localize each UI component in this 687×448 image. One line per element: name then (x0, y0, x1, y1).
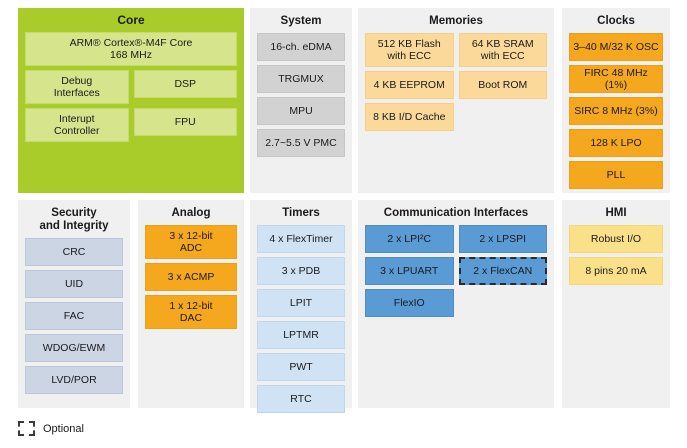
block-core-2[interactable]: Debug Interfaces (25, 70, 129, 104)
panel-analog: Analog 3 x 12-bit ADC 3 x ACMP 1 x 12-bit … (138, 200, 244, 408)
block-communication-2[interactable]: 2 x LPSPI (458, 225, 547, 253)
panel-title-security: Security and Integrity (39, 207, 109, 232)
panel-system: System 16-ch. eDMA TRGMUX MPU 2.7~5.5 V PMC (250, 8, 352, 193)
block-security-1[interactable]: CRC (25, 238, 123, 266)
block-clocks-3[interactable]: SIRC 8 MHz (3%) (569, 97, 663, 125)
block-analog-2[interactable]: 3 x ACMP (145, 263, 237, 291)
block-memories-3[interactable]: 4 KB EEPROM (365, 71, 454, 99)
block-analog-1[interactable]: 3 x 12-bit ADC (145, 225, 237, 259)
block-communication-3[interactable]: 3 x LPUART (365, 257, 454, 285)
panel-items-hmi: Robust I/O 8 pins 20 mA (562, 225, 670, 285)
block-clocks-5[interactable]: PLL (569, 161, 663, 189)
block-security-5[interactable]: LVD/POR (25, 366, 123, 394)
panel-title-communication: Communication Interfaces (383, 207, 529, 219)
block-security-3[interactable]: FAC (25, 302, 123, 330)
legend-label: Optional (43, 422, 84, 435)
block-system-1[interactable]: 16-ch. eDMA (257, 33, 345, 61)
legend: Optional (18, 421, 84, 436)
block-clocks-1[interactable]: 3–40 M/32 K OSC (569, 33, 663, 61)
block-timers-5[interactable]: PWT (257, 353, 345, 381)
panel-items-system: 16-ch. eDMA TRGMUX MPU 2.7~5.5 V PMC (250, 33, 352, 157)
block-core-3[interactable]: DSP (133, 70, 237, 98)
panel-items-clocks: 3–40 M/32 K OSC FIRC 48 MHz (1%) SIRC 8 MH… (562, 33, 670, 189)
panel-title-analog: Analog (171, 207, 211, 219)
block-system-2[interactable]: TRGMUX (257, 65, 345, 93)
panel-items-timers: 4 x FlexTimer 3 x PDB LPIT LPTMR PWT RTC (250, 225, 352, 413)
dashed-square-icon (18, 421, 35, 436)
panel-security: Security and Integrity CRC UID FAC WDOG/EWM… (18, 200, 130, 408)
block-clocks-2[interactable]: FIRC 48 MHz (1%) (569, 65, 663, 93)
block-core-4[interactable]: Interupt Controller (25, 108, 129, 142)
panel-items-analog: 3 x 12-bit ADC 3 x ACMP 1 x 12-bit DAC (138, 225, 244, 329)
panel-title-hmi: HMI (605, 207, 627, 219)
block-clocks-4[interactable]: 128 K LPO (569, 129, 663, 157)
panel-title-core: Core (117, 13, 145, 27)
block-security-2[interactable]: UID (25, 270, 123, 298)
panel-title-system: System (280, 15, 322, 27)
block-hmi-2[interactable]: 8 pins 20 mA (569, 257, 663, 285)
block-memories-2[interactable]: 64 KB SRAM with ECC (458, 33, 547, 67)
panel-title-memories: Memories (429, 15, 483, 27)
panel-clocks: Clocks 3–40 M/32 K OSC FIRC 48 MHz (1%) SI… (562, 8, 670, 193)
panel-timers: Timers 4 x FlexTimer 3 x PDB LPIT LPTMR PWT R… (250, 200, 352, 413)
block-timers-1[interactable]: 4 x FlexTimer (257, 225, 345, 253)
panel-hmi: HMI Robust I/O 8 pins 20 mA (562, 200, 670, 408)
block-system-4[interactable]: 2.7~5.5 V PMC (257, 129, 345, 157)
block-core-5[interactable]: FPU (133, 108, 237, 136)
block-timers-4[interactable]: LPTMR (257, 321, 345, 349)
block-analog-3[interactable]: 1 x 12-bit DAC (145, 295, 237, 329)
block-core-1[interactable]: ARM® Cortex®-M4F Core 168 MHz (25, 32, 237, 66)
block-timers-2[interactable]: 3 x PDB (257, 257, 345, 285)
block-memories-4[interactable]: Boot ROM (458, 71, 547, 99)
block-security-4[interactable]: WDOG/EWM (25, 334, 123, 362)
panel-title-timers: Timers (282, 207, 320, 219)
block-system-3[interactable]: MPU (257, 97, 345, 125)
block-memories-5[interactable]: 8 KB I/D Cache (365, 103, 454, 131)
block-hmi-1[interactable]: Robust I/O (569, 225, 663, 253)
block-communication-1[interactable]: 2 x LPI²C (365, 225, 454, 253)
panel-title-clocks: Clocks (597, 15, 635, 27)
panel-items-security: CRC UID FAC WDOG/EWM LVD/POR (18, 238, 130, 394)
block-communication-4[interactable]: 2 x FlexCAN (458, 257, 547, 285)
block-timers-6[interactable]: RTC (257, 385, 345, 413)
block-memories-1[interactable]: 512 KB Flash with ECC (365, 33, 454, 67)
block-timers-3[interactable]: LPIT (257, 289, 345, 317)
block-communication-5[interactable]: FlexIO (365, 289, 454, 317)
